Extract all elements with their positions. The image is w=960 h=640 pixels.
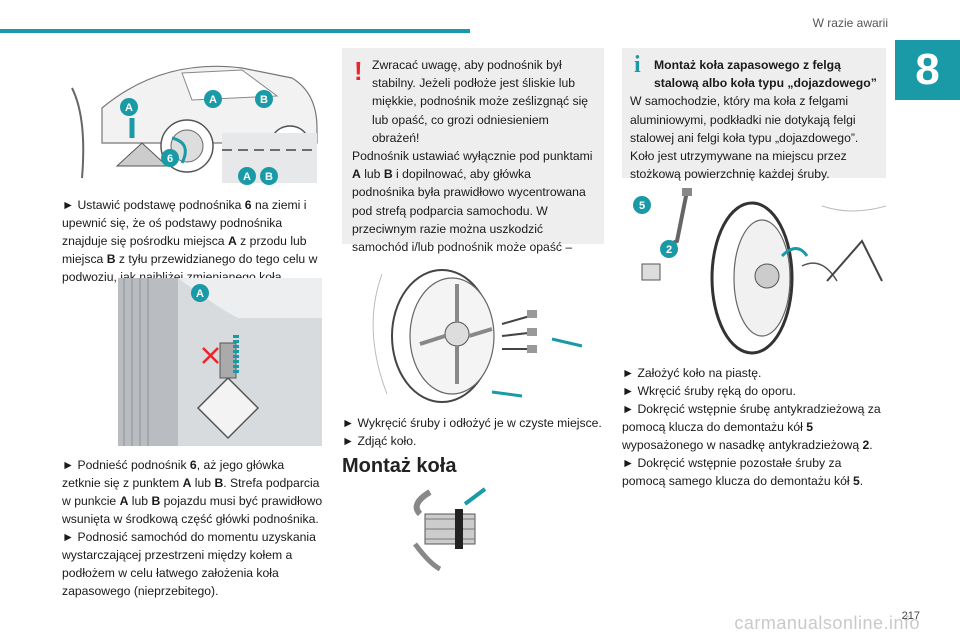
warning-box: ! Zwracać uwagę, aby podnośnik był stabi… bbox=[342, 48, 604, 272]
fig1-label-6: 6 bbox=[167, 153, 173, 165]
watermark: carmanualsonline.info bbox=[734, 613, 920, 633]
info-icon: i bbox=[634, 52, 641, 78]
label-b-badge: B bbox=[260, 167, 278, 185]
fig2-label-a: A bbox=[196, 288, 204, 300]
fig1-label-a: A bbox=[125, 102, 133, 114]
label-6-badge: 6 bbox=[161, 149, 179, 167]
fig5-label-2: 2 bbox=[666, 244, 672, 256]
label-5-badge: 5 bbox=[633, 196, 651, 214]
label-b-badge: B bbox=[255, 90, 273, 108]
col3-list: ► Założyć koło na piastę. ► Wkręcić śrub… bbox=[622, 364, 886, 490]
col3-item-4: ► Dokręcić wstępnie pozostałe śruby za p… bbox=[622, 456, 864, 488]
label-a-badge: A bbox=[120, 98, 138, 116]
info-box: i Montaż koła zapasowego z felgą stalową… bbox=[622, 48, 886, 181]
col1-paragraph-3: ► Podnosić samochód do momentu uzyskania… bbox=[62, 530, 316, 598]
fig1-label-a-car: A bbox=[209, 94, 217, 106]
fig1-label-a-bottom: A bbox=[243, 171, 251, 183]
header-accent-bar bbox=[0, 29, 470, 33]
warning-text-1: Zwracać uwagę, aby podnośnik był stabiln… bbox=[372, 58, 589, 145]
warning-icon: ! bbox=[354, 56, 363, 86]
figure-spare-wheel-mounting: 5 2 bbox=[622, 186, 887, 358]
fig1-label-b-bottom: B bbox=[265, 171, 273, 183]
col3-item-2: ► Wkręcić śruby ręką do oporu. bbox=[622, 384, 796, 398]
col2-list: ► Wykręcić śruby i odłożyć je w czyste m… bbox=[342, 414, 604, 450]
page-number: 217 bbox=[901, 610, 920, 622]
col1-paragraph-2: ► Podnieść podnośnik 6, aż jego główka z… bbox=[62, 458, 323, 598]
figure-bolt-detail bbox=[400, 484, 500, 576]
label-a-badge: A bbox=[191, 284, 209, 302]
section-title: W razie awarii bbox=[812, 16, 888, 30]
label-a-badge: A bbox=[238, 167, 256, 185]
warning-text-2: Podnośnik ustawiać wyłącznie pod punktam… bbox=[352, 149, 593, 272]
fig1-label-b: B bbox=[260, 94, 268, 106]
figure-jack-points: A A B 6 A B bbox=[62, 48, 322, 188]
figure-wheel-removal bbox=[342, 254, 604, 404]
fig5-label-5: 5 bbox=[639, 200, 645, 212]
label-2-badge: 2 bbox=[660, 240, 678, 258]
col1-paragraph-1: ► Ustawić podstawę podnośnika 6 na ziemi… bbox=[62, 198, 318, 284]
figure-jack-under-sill: A bbox=[118, 278, 322, 446]
col2-item-1: ► Wykręcić śruby i odłożyć je w czyste m… bbox=[342, 416, 602, 430]
info-title: Montaż koła zapasowego z felgą stalową a… bbox=[654, 58, 877, 91]
col2-item-2: ► Zdjąć koło. bbox=[342, 434, 417, 448]
heading-wheel-mounting: Montaż koła bbox=[342, 455, 457, 477]
label-a-badge: A bbox=[204, 90, 222, 108]
col3-item-1: ► Założyć koło na piastę. bbox=[622, 366, 762, 380]
chapter-number-badge: 8 bbox=[895, 40, 960, 100]
info-body: W samochodzie, który ma koła z felgami a… bbox=[630, 94, 859, 182]
col3-item-3: ► Dokręcić wstępnie śrubę antykradzieżow… bbox=[622, 402, 881, 452]
